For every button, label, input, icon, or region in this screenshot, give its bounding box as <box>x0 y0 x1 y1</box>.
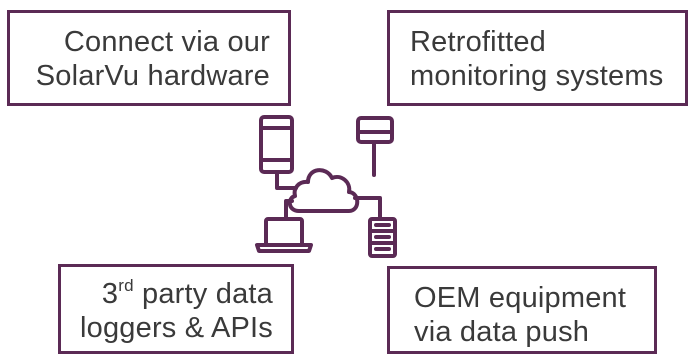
box-retrofitted-line2: monitoring systems <box>410 60 664 92</box>
laptop-icon <box>255 217 313 253</box>
box-retrofitted-monitoring: Retrofitted monitoring systems <box>387 10 688 106</box>
cloud-icon <box>287 168 360 213</box>
box-solarvu-hardware: Connect via our SolarVu hardware <box>7 10 291 106</box>
box-retrofitted-line1: Retrofitted <box>410 26 546 58</box>
box-oem-equipment: OEM equipment via data push <box>387 266 657 354</box>
box-oem-line2: via data push <box>414 316 590 348</box>
tablet-icon <box>259 115 294 174</box>
ordinal-number: 3 <box>101 278 119 310</box>
box-third-party-line1: 3rd party data <box>61 277 273 311</box>
box-oem-line1: OEM equipment <box>414 282 627 314</box>
server-icon <box>368 217 397 258</box>
connector-lines <box>275 141 382 220</box>
box-solarvu-line2: SolarVu hardware <box>35 60 270 92</box>
box-third-party-loggers: 3rd party data loggers & APIs <box>58 264 294 354</box>
box-third-party-line2: loggers & APIs <box>79 312 273 344</box>
ordinal-suffix: rd <box>118 276 134 295</box>
monitor-icon <box>356 116 394 144</box>
box-solarvu-line1: Connect via our <box>63 26 270 58</box>
ordinal-rest: party data <box>133 278 273 310</box>
